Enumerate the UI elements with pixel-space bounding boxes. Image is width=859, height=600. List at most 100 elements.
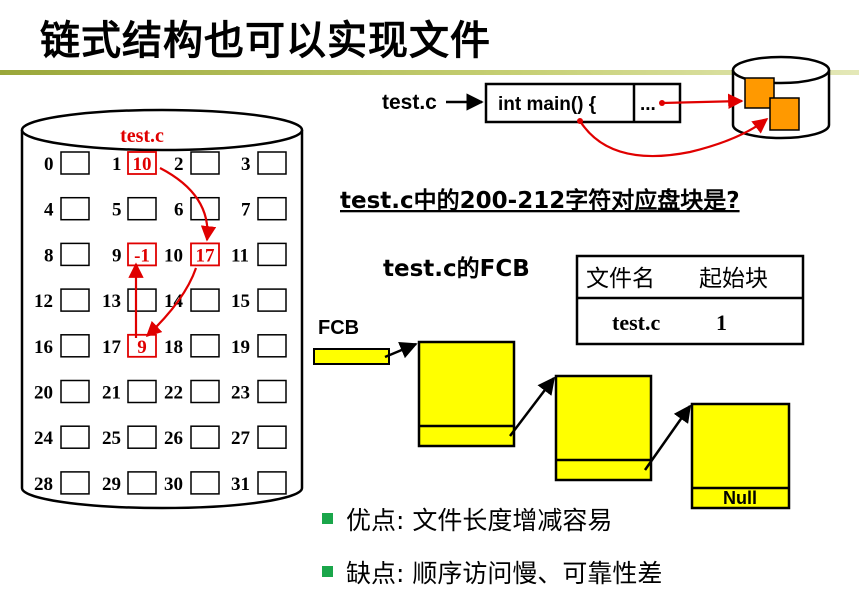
disk-block-number: 1 [112, 154, 122, 175]
disk-block-pointer-value: 9 [137, 337, 147, 358]
disk-block-cell [60, 242, 90, 267]
disk-block-number: 5 [112, 200, 122, 221]
disk-block-number: 27 [231, 428, 251, 449]
disk-block-orange-1 [744, 77, 775, 109]
disk-block-number: 24 [34, 428, 54, 449]
disk-block-number: 17 [102, 337, 122, 358]
disk-block-pointer-value: 17 [196, 245, 216, 266]
fcb-row-start-block: 1 [716, 310, 727, 335]
disk-cylinder: test.c [20, 108, 304, 510]
disk-block-cell [190, 242, 220, 267]
disk-block-cell [127, 379, 157, 404]
disk-block-number: 9 [112, 245, 122, 266]
disk-block-cell [127, 196, 157, 221]
disk-block-number: 13 [102, 291, 121, 312]
disk-block-number: 22 [164, 383, 183, 404]
disk-block-cell [257, 242, 287, 267]
disk-block-cell [60, 379, 90, 404]
disk-block-cell [190, 471, 220, 495]
disk-block-cell [190, 379, 220, 404]
disk-block-cell [60, 334, 90, 358]
disk-block-orange-2 [769, 97, 800, 131]
disk-block-cell [190, 288, 220, 312]
file-content-box: test.c int main() { ... [382, 82, 682, 124]
disk-block-number: 20 [34, 383, 53, 404]
disk-block-number: 21 [102, 383, 121, 404]
disk-block-cell [60, 151, 90, 175]
disk-block-cell [190, 334, 220, 358]
disk-block-cell [257, 288, 287, 312]
linked-block-chain: FCB Null [313, 317, 791, 510]
chain-block-3 [690, 402, 791, 510]
chain-block-2 [554, 374, 653, 482]
disk-block-cell [257, 196, 287, 221]
disk-block-cell [257, 471, 287, 495]
disk-block-number: 28 [34, 474, 53, 495]
file-to-disk-arrows [577, 93, 769, 158]
disk-block-cell [190, 151, 220, 175]
disk-block-cell [257, 151, 287, 175]
disk-block-number: 10 [164, 245, 183, 266]
disk-block-cell [190, 425, 220, 449]
question-text: test.c中的200-212字符对应盘块是? [340, 187, 740, 214]
disk-block-pointer-value: 10 [133, 154, 152, 175]
disk-block-number: 26 [164, 428, 183, 449]
fcb-heading: test.c的FCB [383, 255, 530, 282]
bullet-marker-1 [322, 513, 333, 524]
disk-block-number: 18 [164, 337, 183, 358]
chain-null-label: Null [723, 488, 757, 508]
disk-block-cell [257, 425, 287, 449]
disk-block-cell [127, 288, 157, 312]
disk-chain-arrows [128, 167, 217, 338]
disk-block-number: 16 [34, 337, 53, 358]
page-title: 链式结构也可以实现文件 [40, 18, 491, 64]
title-divider [0, 70, 859, 75]
file-content-text: int main() { [498, 94, 596, 115]
disk-block-cell [257, 379, 287, 404]
chain-fcb-pointer [313, 348, 390, 365]
small-disk-icon [731, 55, 831, 140]
disk-file-label: test.c [120, 125, 164, 147]
fcb-column-start-block: 起始块 [699, 266, 768, 292]
disk-block-number: 0 [44, 154, 54, 175]
bullet-list: 优点: 文件长度增减容易 缺点: 顺序访问慢、可靠性差 [322, 506, 662, 588]
disk-block-cell [127, 151, 157, 175]
disk-block-number: 15 [231, 291, 250, 312]
disk-block-cell [257, 334, 287, 358]
disk-block-number: 3 [241, 154, 251, 175]
fcb-column-name: 文件名 [586, 266, 655, 292]
disk-block-number: 2 [174, 154, 184, 175]
chain-fcb-label: FCB [318, 317, 359, 339]
disk-block-cell [127, 471, 157, 495]
bullet-cons: 缺点: 顺序访问慢、可靠性差 [346, 559, 662, 588]
disk-block-number: 29 [102, 474, 121, 495]
disk-block-number: 11 [231, 245, 249, 266]
bullet-marker-2 [322, 566, 333, 577]
disk-block-number: 14 [164, 291, 184, 312]
disk-block-number: 25 [102, 428, 121, 449]
file-ellipsis: ... [640, 94, 656, 115]
chain-block-1 [417, 340, 516, 448]
disk-block-number: 6 [174, 200, 184, 221]
disk-block-number: 30 [164, 474, 183, 495]
disk-block-number: 7 [241, 200, 251, 221]
disk-block-number: 19 [231, 337, 250, 358]
disk-block-cell [60, 425, 90, 449]
fcb-table: 文件名 起始块 test.c 1 [575, 254, 805, 346]
disk-block-cell [60, 196, 90, 221]
disk-block-cell [60, 288, 90, 312]
disk-block-number: 23 [231, 383, 250, 404]
disk-block-number: 31 [231, 474, 250, 495]
disk-block-cell [127, 425, 157, 449]
file-name-label: test.c [382, 91, 437, 114]
fcb-row-name: test.c [612, 310, 660, 335]
disk-block-cell [127, 333, 157, 358]
bullet-pros: 优点: 文件长度增减容易 [346, 506, 612, 535]
disk-block-pointer-value: -1 [134, 245, 150, 266]
disk-block-number: 8 [44, 245, 54, 266]
disk-block-cell [60, 471, 90, 495]
disk-block-number: 4 [44, 200, 54, 221]
disk-block-cell [190, 196, 220, 221]
